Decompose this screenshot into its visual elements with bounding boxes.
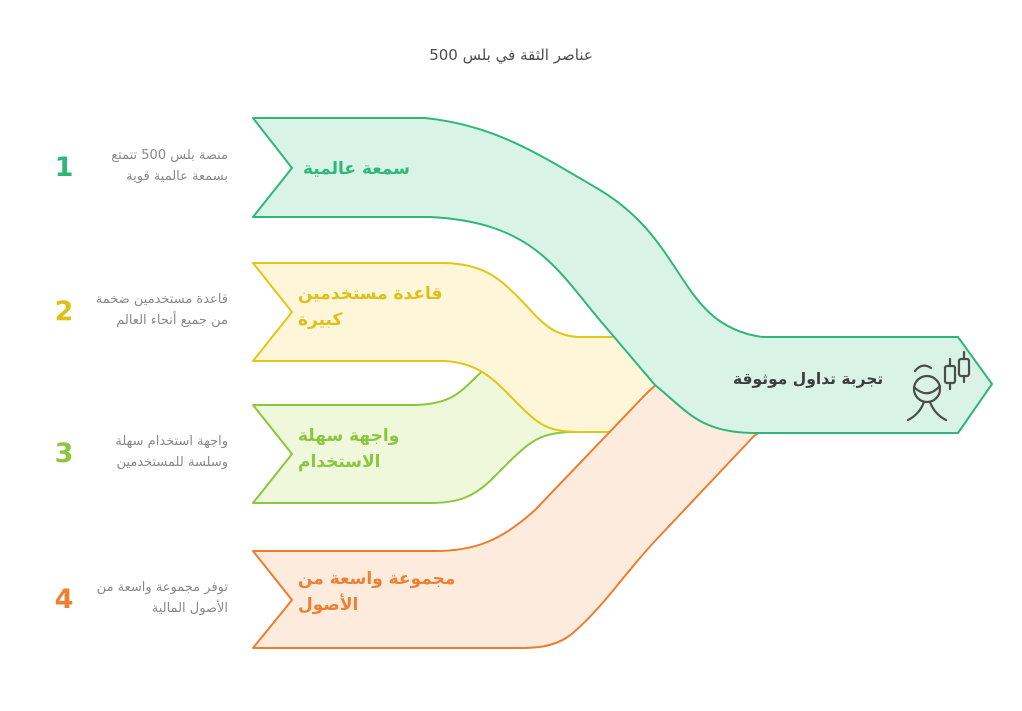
- item-description-1: منصة بلس 500 تتمتع بسمعة عالمية قوية: [111, 148, 228, 185]
- page-title: عناصر الثقة في بلس 500: [429, 46, 593, 64]
- item-number-4: 4: [54, 584, 74, 615]
- trader-head-seam: [912, 384, 942, 395]
- result-label: تجربة تداول موثوقة: [733, 370, 884, 388]
- item-description-4: توفر مجموعة واسعة من الأصول المالية: [96, 580, 228, 617]
- trader-with-candlesticks-icon: [906, 350, 971, 422]
- trader-head: [912, 374, 942, 404]
- band-reputation-and-result-arrow-shape: [252, 117, 993, 434]
- item-number-3: 3: [54, 438, 74, 469]
- trader-right-leg: [928, 400, 948, 422]
- trader-left-leg: [906, 400, 926, 422]
- item-description-2: قاعدة مستخدمين ضخمة من جميع أنحاء العالم: [95, 292, 228, 329]
- band-label-assets: مجموعة واسعة من الأصول: [298, 569, 456, 616]
- item-number-2: 2: [54, 296, 74, 327]
- item-description-3: واجهة استخدام سهلة وسلسة للمستخدمين: [115, 434, 228, 471]
- band-label-reputation: سمعة عالمية: [303, 159, 410, 179]
- band-label-user-base: قاعدة مستخدمين كبيرة: [298, 284, 443, 331]
- item-number-1: 1: [54, 152, 74, 183]
- trader-brow-arc: [913, 364, 933, 373]
- band-label-easy-interface: واجهة سهلة الاستخدام: [298, 426, 400, 473]
